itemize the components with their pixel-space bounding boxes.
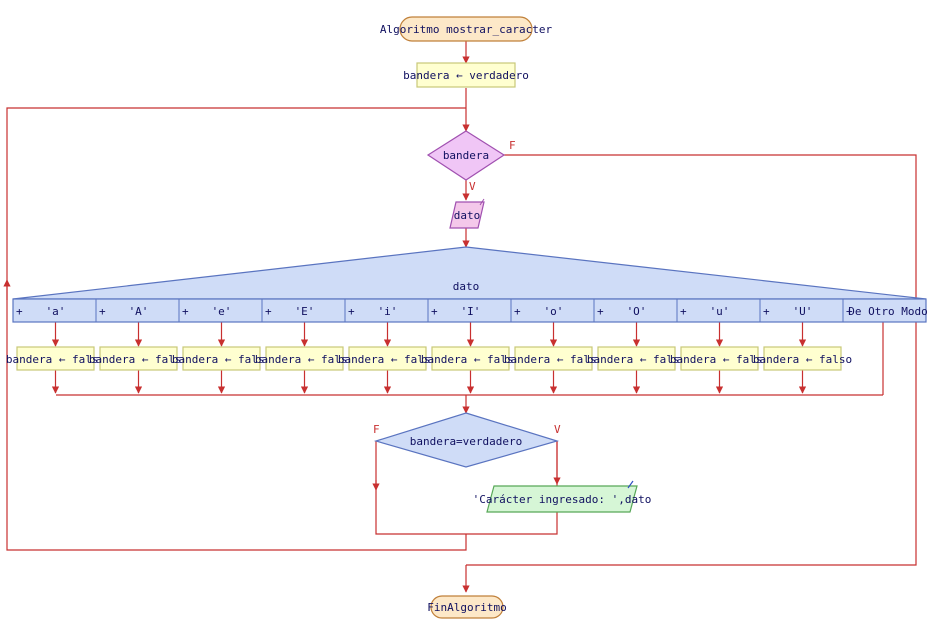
loop-true-tag: V xyxy=(469,180,476,193)
case-action-label: bandera ← falso xyxy=(172,353,271,366)
case-action-label: bandera ← falso xyxy=(89,353,188,366)
case-plus: + xyxy=(763,305,770,318)
case-label: 'A' xyxy=(129,305,149,318)
case-plus: + xyxy=(99,305,106,318)
case-connectors xyxy=(51,322,807,394)
case-action-box xyxy=(680,346,759,371)
connectors xyxy=(3,41,917,593)
case-action-label: bandera ← falso xyxy=(504,353,603,366)
case-label: 'i' xyxy=(378,305,398,318)
loop-condition-node: bandera F V xyxy=(426,130,516,193)
case-plus: + xyxy=(431,305,438,318)
case-label: 'U' xyxy=(793,305,813,318)
end-node: FinAlgoritmo xyxy=(427,595,507,619)
default-case-label: De Otro Modo xyxy=(848,305,927,318)
case-action-label: bandera ← falso xyxy=(587,353,686,366)
case-action-node: bandera ← falso xyxy=(6,346,105,371)
input-arrow-icon xyxy=(479,198,485,206)
init-assignment-label: bandera ← verdadero xyxy=(403,69,529,82)
case-action-node: bandera ← falso xyxy=(172,346,271,371)
case-action-box xyxy=(348,346,427,371)
case-action-node: bandera ← falso xyxy=(255,346,354,371)
read-input-node: dato xyxy=(449,198,485,229)
case-row: + 'a' + 'A' + 'e' + 'E' + 'i' + 'I' + 'o' + 'O' + 'u' + 'U' xyxy=(12,299,813,322)
case-label: 'O' xyxy=(627,305,647,318)
switch-variable-label: dato xyxy=(453,280,480,293)
case-action-box xyxy=(182,346,261,371)
switch-node: dato xyxy=(12,246,927,323)
case-action-node: bandera ← falso xyxy=(753,346,852,371)
case-action-node: bandera ← falso xyxy=(421,346,520,371)
end-label: FinAlgoritmo xyxy=(427,601,506,614)
start-label: Algoritmo mostrar_caracter xyxy=(380,23,553,36)
case-action-node: bandera ← falso xyxy=(338,346,437,371)
case-action-box xyxy=(431,346,510,371)
case-plus: + xyxy=(265,305,272,318)
case-label: 'E' xyxy=(295,305,315,318)
case-action-node: bandera ← falso xyxy=(670,346,769,371)
if-condition-label: bandera=verdadero xyxy=(410,435,523,448)
case-plus: + xyxy=(597,305,604,318)
start-node: Algoritmo mostrar_caracter xyxy=(380,16,553,42)
case-action-label: bandera ← falso xyxy=(670,353,769,366)
case-action-node: bandera ← falso xyxy=(504,346,603,371)
output-arrow-icon xyxy=(627,480,634,489)
case-action-label: bandera ← falso xyxy=(255,353,354,366)
case-label: 'u' xyxy=(710,305,730,318)
loop-condition-label: bandera xyxy=(443,149,489,162)
if-false-tag: F xyxy=(373,423,380,436)
default-case-plus: + xyxy=(846,305,853,318)
case-action-label: bandera ← falso xyxy=(338,353,437,366)
case-plus: + xyxy=(680,305,687,318)
read-input-label: dato xyxy=(454,209,481,222)
case-action-box xyxy=(265,346,344,371)
case-action-label: bandera ← falso xyxy=(421,353,520,366)
case-action-box xyxy=(597,346,676,371)
case-plus: + xyxy=(348,305,355,318)
case-label: 'o' xyxy=(544,305,564,318)
if-condition-node: bandera=verdadero F V xyxy=(373,412,561,468)
case-action-label: bandera ← falso xyxy=(753,353,852,366)
case-label: 'I' xyxy=(461,305,481,318)
case-label: 'e' xyxy=(212,305,232,318)
output-label: 'Carácter ingresado: ',dato xyxy=(473,493,652,506)
loop-false-tag: F xyxy=(509,139,516,152)
case-action-node: bandera ← falso xyxy=(587,346,686,371)
case-action-box xyxy=(514,346,593,371)
case-plus: + xyxy=(182,305,189,318)
default-case: + De Otro Modo xyxy=(842,299,928,322)
case-action-box xyxy=(16,346,95,371)
case-action-box xyxy=(99,346,178,371)
case-plus: + xyxy=(16,305,23,318)
case-action-box xyxy=(763,346,842,371)
case-label: 'a' xyxy=(46,305,66,318)
output-node: 'Carácter ingresado: ',dato xyxy=(473,480,652,513)
case-plus: + xyxy=(514,305,521,318)
init-assignment-node: bandera ← verdadero xyxy=(403,62,529,88)
if-true-tag: V xyxy=(554,423,561,436)
case-action-label: bandera ← falso xyxy=(6,353,105,366)
case-action-node: bandera ← falso xyxy=(89,346,188,371)
